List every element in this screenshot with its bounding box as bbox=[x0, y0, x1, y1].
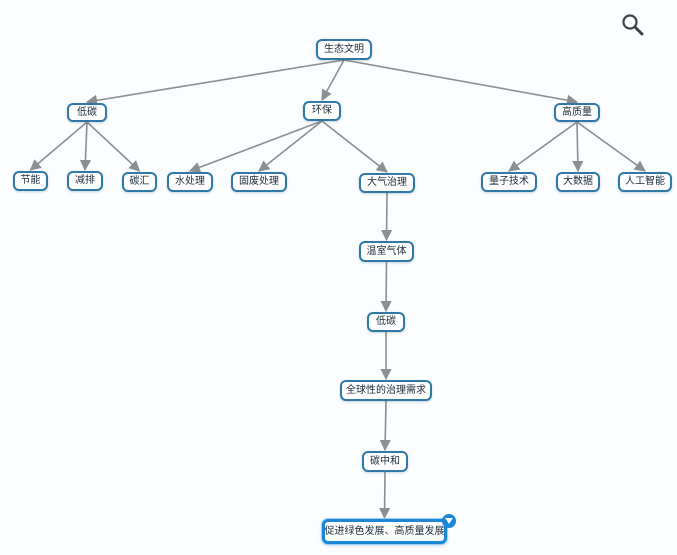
collapse-toggle-icon[interactable] bbox=[442, 514, 456, 528]
node-carbon-sink[interactable]: 碳汇 bbox=[122, 172, 157, 192]
edge-root-to-low_carbon bbox=[85, 59, 345, 106]
node-low-carbon-2[interactable]: 低碳 bbox=[367, 312, 405, 332]
node-carbon-neutral[interactable]: 碳中和 bbox=[362, 451, 408, 472]
edge-global_governance-to-carbon_neutral bbox=[379, 400, 391, 452]
edge-root-to-eco_protection bbox=[321, 59, 345, 101]
node-global-governance[interactable]: 全球性的治理需求 bbox=[340, 380, 432, 401]
search-icon[interactable] bbox=[620, 12, 646, 38]
edge-carbon_neutral-to-green_development bbox=[379, 471, 391, 520]
edge-low_carbon-to-emission_reduction bbox=[79, 121, 92, 172]
edge-root-to-high_quality bbox=[343, 59, 579, 106]
node-eco-protection[interactable]: 环保 bbox=[303, 101, 341, 121]
node-low-carbon[interactable]: 低碳 bbox=[67, 103, 107, 122]
node-big-data[interactable]: 大数据 bbox=[556, 172, 600, 192]
edge-low_carbon-to-energy_saving bbox=[29, 121, 88, 171]
node-green-development[interactable]: 促进绿色发展、高质量发展 bbox=[322, 519, 447, 544]
edge-eco_protection-to-air_governance bbox=[321, 120, 388, 173]
edge-layer bbox=[29, 59, 646, 520]
chevron-down-icon bbox=[445, 518, 453, 524]
edge-greenhouse_gas-to-low_carbon_2 bbox=[380, 261, 392, 313]
edge-eco_protection-to-water_treatment bbox=[188, 120, 323, 173]
magnifier-icon bbox=[622, 14, 644, 36]
node-emission-reduction[interactable]: 减排 bbox=[67, 171, 103, 191]
node-quantum-tech[interactable]: 量子技术 bbox=[481, 172, 537, 192]
node-solid-waste[interactable]: 固废处理 bbox=[231, 172, 287, 192]
node-energy-saving[interactable]: 节能 bbox=[13, 171, 48, 191]
edge-eco_protection-to-solid_waste bbox=[258, 120, 323, 172]
node-water-treatment[interactable]: 水处理 bbox=[167, 172, 213, 192]
edge-high_quality-to-big_data bbox=[572, 121, 584, 173]
node-ai[interactable]: 人工智能 bbox=[618, 172, 672, 192]
node-air-governance[interactable]: 大气治理 bbox=[359, 173, 415, 193]
node-root[interactable]: 生态文明 bbox=[316, 39, 372, 60]
edge-air_governance-to-greenhouse_gas bbox=[381, 192, 393, 242]
edge-high_quality-to-ai bbox=[576, 121, 646, 172]
edge-high_quality-to-quantum_tech bbox=[508, 121, 578, 172]
edge-low_carbon-to-carbon_sink bbox=[86, 121, 141, 172]
node-greenhouse-gas[interactable]: 温室气体 bbox=[359, 241, 414, 262]
node-high-quality[interactable]: 高质量 bbox=[554, 103, 600, 122]
